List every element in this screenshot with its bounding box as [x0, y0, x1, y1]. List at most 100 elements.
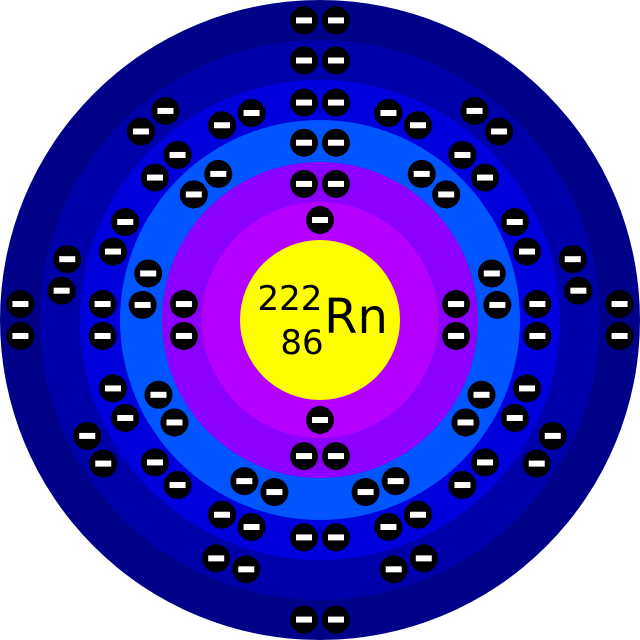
- minus-sign-icon: [473, 391, 490, 398]
- electrons: [6, 6, 634, 634]
- minus-sign-icon: [415, 555, 432, 562]
- minus-sign-icon: [169, 482, 186, 489]
- minus-sign-icon: [506, 414, 523, 421]
- electron: [237, 99, 266, 128]
- electron: [89, 449, 118, 478]
- electron: [442, 290, 471, 319]
- electron: [111, 208, 140, 237]
- electron: [409, 544, 438, 573]
- minus-sign-icon: [157, 107, 174, 114]
- electron: [451, 408, 480, 437]
- minus-sign-icon: [491, 128, 508, 135]
- minus-sign-icon: [296, 180, 313, 187]
- electron: [558, 245, 587, 274]
- minus-sign-icon: [296, 57, 313, 64]
- electron: [500, 403, 529, 432]
- minus-sign-icon: [238, 566, 255, 573]
- minus-sign-icon: [457, 419, 474, 426]
- minus-sign-icon: [483, 270, 500, 277]
- minus-sign-icon: [438, 191, 455, 198]
- electron: [512, 374, 541, 403]
- minus-sign-icon: [146, 459, 163, 466]
- electron: [523, 321, 552, 350]
- minus-sign-icon: [564, 256, 581, 263]
- electron: [73, 421, 102, 450]
- electron: [538, 421, 567, 450]
- minus-sign-icon: [210, 170, 227, 177]
- electron: [381, 467, 410, 496]
- electron: [47, 276, 76, 305]
- electron: [512, 237, 541, 266]
- minus-sign-icon: [243, 523, 260, 530]
- electron: [160, 408, 189, 437]
- electron: [471, 448, 500, 477]
- electron: [374, 512, 403, 541]
- minus-sign-icon: [243, 110, 260, 117]
- electron: [232, 555, 261, 584]
- minus-sign-icon: [454, 151, 471, 158]
- minus-sign-icon: [611, 332, 628, 339]
- electron: [321, 605, 350, 634]
- electron: [290, 523, 319, 552]
- minus-sign-icon: [454, 482, 471, 489]
- minus-sign-icon: [448, 332, 465, 339]
- electron: [169, 290, 198, 319]
- electron: [88, 321, 117, 350]
- electron: [6, 321, 35, 350]
- minus-sign-icon: [296, 99, 313, 106]
- electron: [88, 290, 117, 319]
- minus-sign-icon: [327, 139, 344, 146]
- minus-sign-icon: [214, 511, 231, 518]
- minus-sign-icon: [327, 57, 344, 64]
- minus-sign-icon: [95, 460, 112, 467]
- minus-sign-icon: [409, 122, 426, 129]
- minus-sign-icon: [296, 534, 313, 541]
- electron: [485, 117, 514, 146]
- minus-sign-icon: [327, 616, 344, 623]
- minus-sign-icon: [312, 417, 328, 423]
- electron: [407, 159, 436, 188]
- minus-sign-icon: [466, 107, 483, 114]
- electron: [290, 169, 319, 198]
- electron: [403, 500, 432, 529]
- minus-sign-icon: [175, 301, 192, 308]
- minus-sign-icon: [296, 453, 313, 460]
- electron: [500, 208, 529, 237]
- minus-sign-icon: [175, 332, 192, 339]
- electron: [128, 290, 157, 319]
- electron: [321, 128, 350, 157]
- minus-sign-icon: [385, 566, 402, 573]
- minus-sign-icon: [132, 128, 149, 135]
- minus-sign-icon: [489, 301, 506, 308]
- electron: [321, 169, 350, 198]
- electron: [260, 478, 289, 507]
- element-symbol: Rn: [324, 289, 388, 345]
- minus-sign-icon: [518, 385, 535, 392]
- electron: [230, 467, 259, 496]
- minus-sign-icon: [296, 616, 313, 623]
- minus-sign-icon: [327, 99, 344, 106]
- electron: [306, 206, 334, 234]
- electron: [111, 403, 140, 432]
- minus-sign-icon: [169, 151, 186, 158]
- minus-sign-icon: [94, 332, 111, 339]
- minus-sign-icon: [105, 385, 122, 392]
- minus-sign-icon: [477, 174, 494, 181]
- minus-sign-icon: [528, 460, 545, 467]
- minus-sign-icon: [146, 174, 163, 181]
- minus-sign-icon: [506, 219, 523, 226]
- electron: [179, 180, 208, 209]
- electron: [605, 290, 634, 319]
- electron: [169, 321, 198, 350]
- electron: [151, 96, 180, 125]
- electron: [321, 88, 350, 117]
- electron: [126, 117, 155, 146]
- electron: [448, 140, 477, 169]
- electron: [53, 245, 82, 274]
- minus-sign-icon: [380, 523, 397, 530]
- electron: [321, 442, 350, 471]
- electron: [140, 448, 169, 477]
- minus-sign-icon: [12, 301, 29, 308]
